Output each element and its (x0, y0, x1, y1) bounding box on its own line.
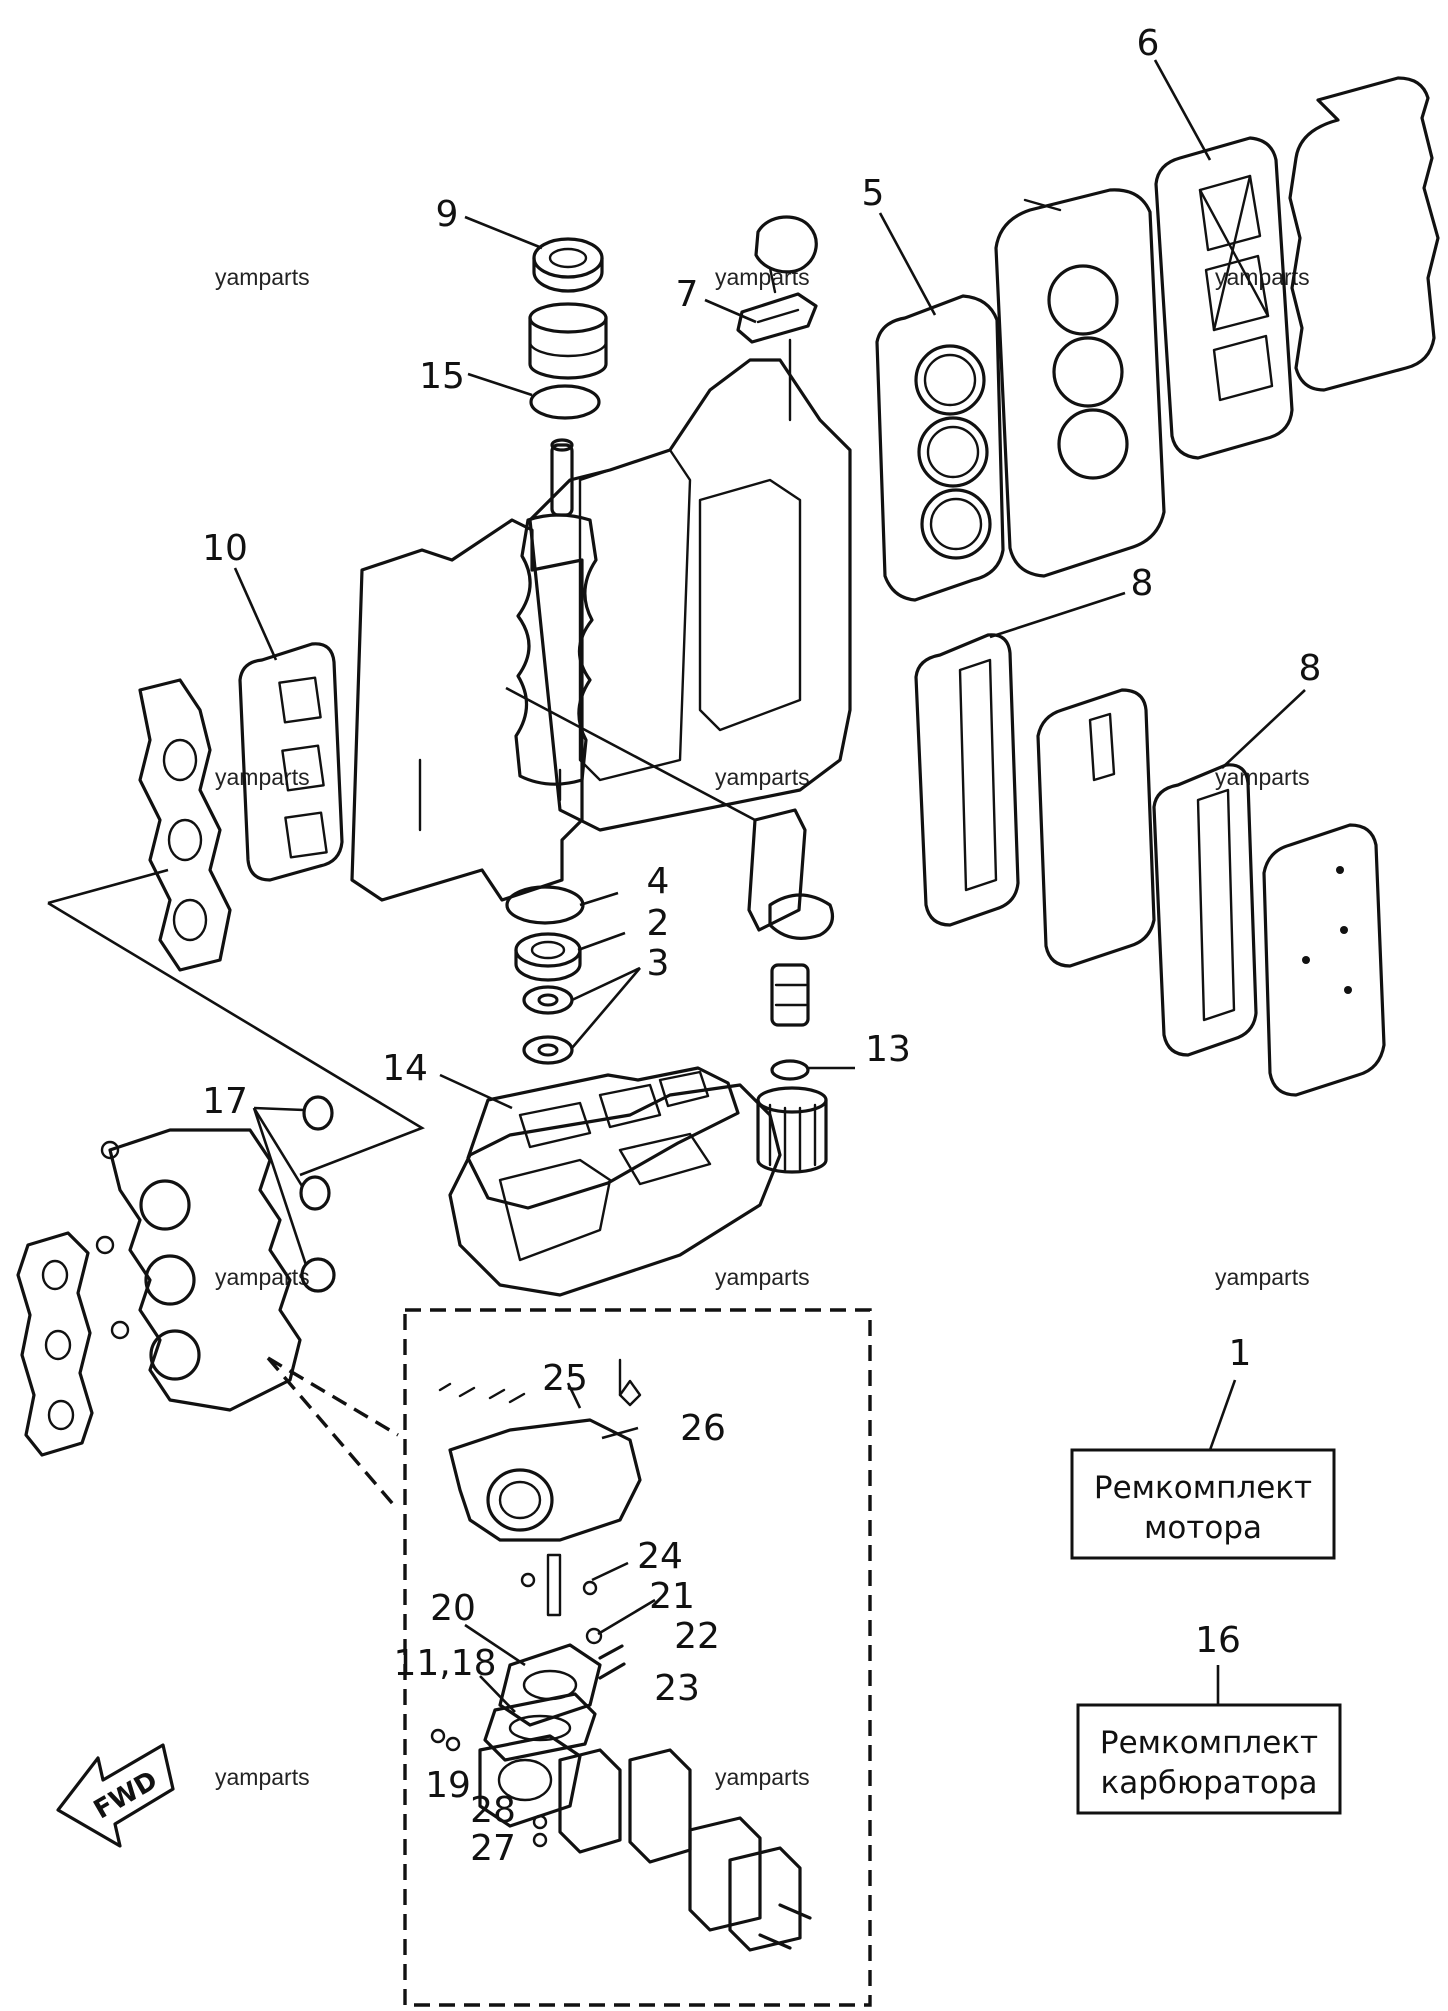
callout-numbers: 9 15 7 5 6 8 8 10 4 2 3 13 14 17 25 26 2… (202, 23, 1321, 1869)
callout-10: 10 (202, 528, 248, 569)
callout-20: 20 (430, 1588, 476, 1629)
callout-5: 5 (862, 173, 885, 214)
head-cover-gasket-6 (1154, 136, 1294, 460)
carb-kit-line2: карбюратора (1101, 1765, 1318, 1801)
watermark: yamparts (215, 764, 310, 790)
watermark: yamparts (715, 1264, 810, 1290)
watermark: yamparts (715, 1764, 810, 1790)
carb-detail-connector (266, 1356, 400, 1512)
exhaust-inner-gasket-8 (914, 633, 1020, 927)
oil-seal-2 (514, 932, 582, 982)
watermark: yamparts (1215, 764, 1310, 790)
motor-kit-line1: Ремкомплект (1094, 1470, 1312, 1506)
watermark: yamparts (715, 764, 810, 790)
callout-6: 6 (1137, 23, 1160, 64)
water-filter (756, 1086, 828, 1174)
upper-bearing (528, 302, 608, 380)
callout-11-18: 11,18 (393, 1643, 496, 1684)
exhaust-outer-gasket-8 (1152, 763, 1258, 1057)
reed-valve-plates (430, 1728, 812, 1952)
watermarks: yamparts yamparts yamparts yamparts yamp… (215, 264, 1310, 1790)
callout-4: 4 (647, 861, 670, 902)
watermark: yamparts (215, 1764, 310, 1790)
callout-leaders (233, 59, 1306, 1713)
o-ring-4 (505, 885, 585, 925)
crankshaft (514, 438, 598, 802)
carb-detail-frame (403, 1308, 872, 2007)
callout-14: 14 (382, 1048, 428, 1089)
callout-21: 21 (649, 1576, 695, 1617)
callout-24: 24 (637, 1536, 683, 1577)
motor-kit-line2: мотора (1144, 1510, 1262, 1546)
watermark: yamparts (715, 264, 810, 290)
cylinder-head (994, 188, 1166, 578)
o-ring-13 (770, 1059, 810, 1081)
callout-27: 27 (470, 1828, 516, 1869)
head-cover (1288, 76, 1440, 392)
carb-kit-line1: Ремкомплект (1100, 1725, 1318, 1761)
motor-kit-box: Ремкомплект мотора (1070, 1448, 1336, 1560)
callout-17: 17 (202, 1081, 248, 1122)
base-gasket-14 (466, 1066, 740, 1210)
watermark: yamparts (1215, 1264, 1310, 1290)
crank-leader-line (505, 686, 756, 822)
callout-22: 22 (674, 1616, 720, 1657)
thermostat-cover-7 (736, 215, 818, 422)
callout-3: 3 (647, 943, 670, 984)
callout-16: 16 (1195, 1620, 1241, 1661)
callout-13: 13 (865, 1029, 911, 1070)
exhaust-inner-cover (1036, 688, 1156, 968)
callout-9: 9 (436, 194, 459, 235)
intake-manifold (138, 678, 232, 972)
forward-arrow-icon: FWD (56, 1743, 175, 1848)
callout-8b: 8 (1299, 648, 1322, 689)
callout-19: 19 (425, 1765, 471, 1806)
carb-body-detail (438, 1358, 642, 1542)
thermostat-housing (747, 808, 834, 1027)
diaphragm-11-18 (483, 1692, 597, 1762)
head-gasket-5 (875, 294, 1005, 602)
clamp-17 (252, 1095, 336, 1293)
carburetor-assembly (95, 1128, 302, 1412)
carb-needle-parts (520, 1553, 626, 1680)
watermark: yamparts (215, 1264, 310, 1290)
exhaust-outer-cover (1262, 823, 1386, 1097)
oil-seal-3 (522, 985, 574, 1065)
carburetor-gasket (16, 1231, 94, 1457)
watermark: yamparts (215, 264, 310, 290)
assembly-bracket-line (47, 868, 425, 1177)
callout-25: 25 (542, 1358, 588, 1399)
carb-kit-box: Ремкомплект карбюратора (1076, 1703, 1342, 1815)
base-plate (448, 1083, 782, 1297)
oil-seal-9 (532, 237, 604, 293)
cylinder-block (350, 358, 852, 902)
callout-2: 2 (647, 903, 670, 944)
o-ring-15 (529, 384, 601, 420)
callout-26: 26 (680, 1408, 726, 1449)
callout-7: 7 (676, 274, 699, 315)
callout-23: 23 (654, 1668, 700, 1709)
callout-28: 28 (470, 1790, 516, 1831)
callout-15: 15 (419, 356, 465, 397)
callout-8a: 8 (1131, 563, 1154, 604)
callout-1: 1 (1229, 1333, 1252, 1374)
intake-gasket-10 (238, 642, 344, 882)
